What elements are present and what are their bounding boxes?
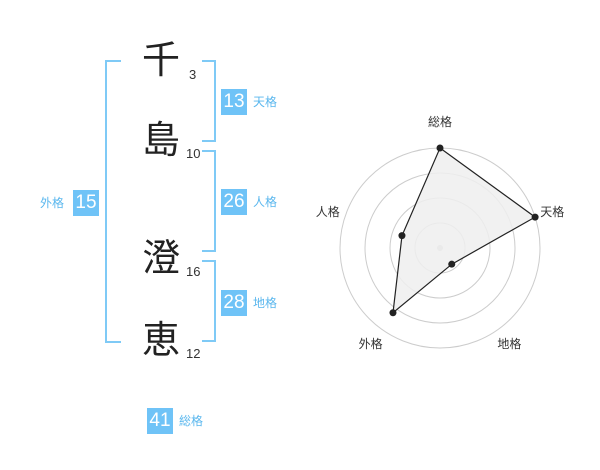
tenkaku-label: 天格 bbox=[253, 95, 278, 109]
radar-polygon bbox=[392, 147, 537, 315]
chikaku-bracket bbox=[202, 260, 216, 342]
name-char-2: 島 bbox=[141, 118, 180, 162]
radar-point bbox=[448, 260, 456, 268]
radar-label-gaikaku: 外格 bbox=[358, 337, 383, 351]
tenkaku-badge: 13 bbox=[221, 89, 247, 115]
radar-point bbox=[531, 213, 539, 221]
radar-point bbox=[389, 309, 397, 317]
stroke-count-2: 10 bbox=[186, 146, 201, 161]
jinkaku-label: 人格 bbox=[253, 195, 278, 209]
soukaku-label: 総格 bbox=[179, 414, 204, 428]
gaikaku-badge: 15 bbox=[73, 190, 99, 216]
radar-label-soukaku: 総格 bbox=[428, 115, 453, 129]
radar-label-jinkaku: 人格 bbox=[315, 205, 340, 219]
tenkaku-bracket bbox=[202, 60, 216, 142]
stroke-count-3: 16 bbox=[186, 264, 201, 279]
gaikaku-label: 外格 bbox=[40, 196, 65, 210]
jinkaku-badge: 26 bbox=[221, 189, 247, 215]
radar-point bbox=[436, 144, 444, 152]
soukaku-badge: 41 bbox=[147, 408, 173, 434]
gaikaku-bracket bbox=[105, 60, 121, 343]
name-char-3: 澄 bbox=[141, 236, 180, 280]
jinkaku-bracket bbox=[202, 150, 216, 252]
radar-point bbox=[398, 232, 406, 240]
stroke-count-4: 12 bbox=[186, 346, 201, 361]
radar-label-tenkaku: 天格 bbox=[540, 205, 565, 219]
chikaku-badge: 28 bbox=[221, 290, 247, 316]
chikaku-label: 地格 bbox=[253, 296, 278, 310]
radar-label-chikaku: 地格 bbox=[497, 337, 522, 351]
name-char-4: 恵 bbox=[141, 318, 180, 362]
name-char-1: 千 bbox=[141, 38, 180, 82]
stroke-count-1: 3 bbox=[189, 67, 197, 82]
